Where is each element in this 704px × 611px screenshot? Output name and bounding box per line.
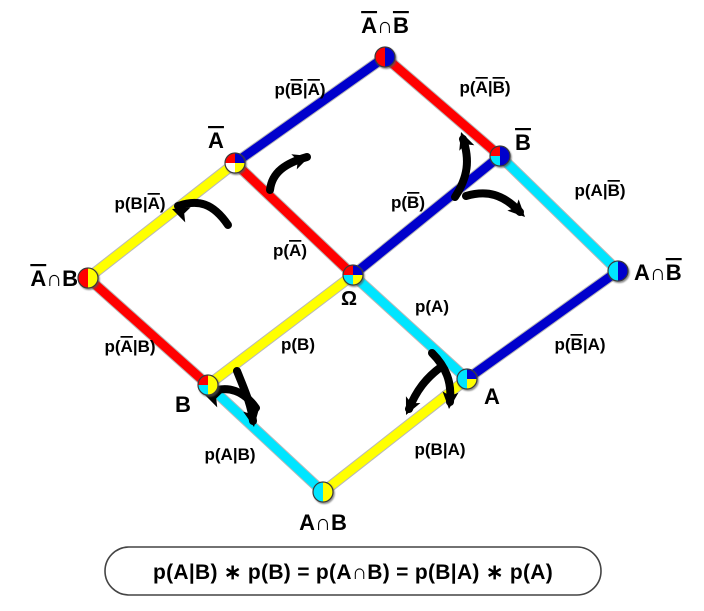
node-label-not-a: A: [208, 128, 224, 153]
edge-nab-to-not-a: [82, 157, 241, 284]
edge-not-b-to-top: [379, 51, 506, 162]
edge-omega-to-a: [347, 269, 473, 385]
edge-label-nab-to-not-a: p(B|A): [114, 194, 165, 213]
arrow-not-a-up-right: [266, 153, 311, 194]
formula-label: p(A|B) ∗ p(B) = p(A∩B) = p(B|A) ∗ p(A): [153, 561, 553, 584]
node-labels-layer: A∩B A B A∩B Ω A∩B B A A∩B: [30, 13, 681, 535]
node-label-a: A: [484, 384, 500, 409]
node-not-a-and-not-b[interactable]: [374, 46, 396, 68]
edge-label-a-to-ab: p(B|A): [414, 440, 465, 459]
edge-label-omega-to-b: p(B): [281, 335, 315, 354]
edge-omega-to-b: [202, 269, 359, 391]
edge-label-not-b-to-anb: p(A|B): [574, 181, 625, 200]
edge-not-a-to-top: [229, 51, 391, 169]
arrow-a-down-right: [428, 349, 459, 409]
edge-label-omega-to-a: p(A): [415, 297, 449, 316]
edge-label-nab-to-b: p(A|B): [104, 337, 155, 356]
edge-b-to-ab: [202, 379, 329, 498]
node-not-a-and-b[interactable]: [77, 267, 99, 289]
edge-label-b-to-ab: p(A|B): [204, 445, 255, 464]
arrow-not-b-up-left: [451, 132, 475, 201]
node-label-b: B: [175, 392, 191, 417]
node-label-not-a-and-b: A∩B: [30, 266, 78, 291]
edge-label-not-a-to-top: p(B|A): [274, 80, 325, 99]
node-not-a[interactable]: [224, 152, 246, 174]
edges-layer: [82, 51, 624, 498]
arrow-b-down-right: [233, 367, 259, 427]
arrow-not-a-down-left: [172, 198, 232, 229]
edge-a-to-ab: [317, 373, 473, 498]
edge-label-omega-to-not-a: p(A): [273, 241, 307, 260]
node-omega[interactable]: [342, 264, 364, 286]
node-label-a-and-b: A∩B: [299, 510, 347, 535]
node-b[interactable]: [197, 374, 219, 396]
edge-omega-to-not-a: [229, 157, 359, 281]
nodes-layer: [77, 46, 629, 503]
node-label-not-a-and-not-b: A∩B: [361, 13, 409, 38]
arrow-a-down-left: [405, 363, 445, 415]
node-a[interactable]: [456, 368, 478, 390]
edge-nab-to-b: [82, 272, 214, 391]
edge-labels-layer: p(B|A) p(A|B) p(B|A) p(A) p(B) p(A|B) p(A|B) p(…: [104, 78, 625, 464]
bayes-formula-box: p(A|B) ∗ p(B) = p(A∩B) = p(B|A) ∗ p(A): [104, 546, 602, 596]
node-not-b[interactable]: [489, 145, 511, 167]
edge-not-b-to-anb: [494, 150, 624, 277]
node-a-and-not-b[interactable]: [607, 260, 629, 282]
arrow-not-b-down-right: [462, 189, 525, 217]
node-label-a-and-not-b: A∩B: [634, 260, 682, 285]
edge-label-a-to-anb: p(B|A): [554, 335, 605, 354]
formula-box-outline: [104, 546, 602, 596]
node-a-and-b[interactable]: [312, 481, 334, 503]
arrows-layer: [172, 132, 525, 427]
edge-label-omega-to-not-b: p(B): [391, 193, 425, 212]
node-label-not-b: B: [515, 130, 531, 155]
edge-omega-to-not-b: [347, 150, 506, 281]
node-label-omega: Ω: [341, 288, 357, 310]
edge-label-not-b-to-top: p(A|B): [459, 78, 510, 97]
edge-a-to-anb: [461, 265, 624, 385]
